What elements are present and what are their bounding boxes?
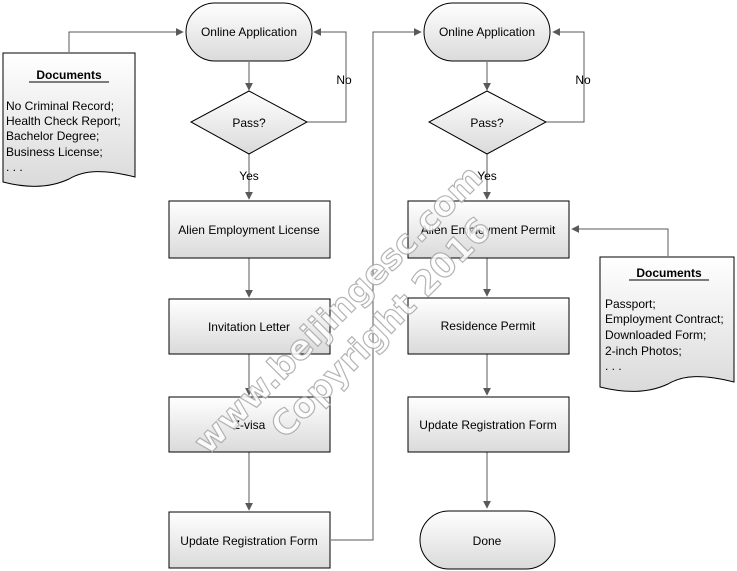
- left-decision-node: Pass?: [189, 90, 309, 155]
- left-start-node: Online Application: [185, 2, 313, 62]
- left-doc-line-3: Bachelor Degree;: [6, 129, 99, 143]
- right-doc-line-2: Employment Contract;: [605, 312, 724, 326]
- right-step-3: Update Registration Form: [407, 396, 570, 453]
- right-step-2: Residence Permit: [407, 297, 570, 355]
- right-step-3-label: Update Registration Form: [419, 418, 556, 432]
- right-decision-node: Pass?: [427, 90, 548, 155]
- left-step-2-label: Invitation Letter: [208, 320, 290, 334]
- right-no-label: No: [575, 73, 591, 87]
- right-yes-label: Yes: [477, 169, 497, 183]
- right-doc-line-1: Passport;: [605, 297, 656, 311]
- edge-left-documents: [68, 28, 184, 52]
- left-step-4-label: Update Registration Form: [180, 534, 317, 548]
- right-documents-title: Documents: [636, 266, 702, 280]
- edge-left-no-loop: [307, 28, 347, 123]
- left-doc-line-2: Health Check Report;: [6, 114, 121, 128]
- right-doc-line-3: Downloaded Form;: [605, 328, 706, 342]
- left-decision-label: Pass?: [232, 116, 266, 130]
- left-step-1-label: Alien Employment License: [178, 223, 320, 237]
- connectors: [68, 28, 669, 541]
- left-step-3: Z-visa: [168, 396, 331, 453]
- right-end-node: Done: [419, 510, 556, 570]
- left-documents-node: Documents No Criminal Record; Health Che…: [2, 52, 136, 187]
- right-decision-label: Pass?: [470, 116, 504, 130]
- right-step-1: Alien Employment Permit: [407, 200, 570, 259]
- right-step-2-label: Residence Permit: [441, 319, 536, 333]
- edge-right-documents: [571, 225, 669, 256]
- left-step-3-label: Z-visa: [233, 418, 266, 432]
- right-start-label: Online Application: [439, 25, 535, 39]
- right-doc-line-4: 2-inch Photos;: [605, 344, 682, 358]
- edge-cross-to-right: [331, 28, 422, 541]
- left-step-4: Update Registration Form: [168, 511, 331, 569]
- left-start-label: Online Application: [201, 25, 297, 39]
- left-doc-line-1: No Criminal Record;: [6, 99, 114, 113]
- right-start-node: Online Application: [423, 2, 551, 62]
- left-documents-title: Documents: [36, 68, 102, 82]
- right-step-1-label: Alien Employment Permit: [421, 223, 556, 237]
- left-step-2: Invitation Letter: [168, 298, 331, 355]
- right-documents-node: Documents Passport; Employment Contract;…: [599, 256, 735, 392]
- left-no-label: No: [336, 73, 352, 87]
- left-step-1: Alien Employment License: [168, 200, 331, 259]
- right-doc-line-5: . . .: [605, 359, 622, 373]
- left-doc-line-4: Business License;: [6, 145, 103, 159]
- left-yes-label: Yes: [239, 169, 259, 183]
- edge-right-no-loop: [546, 28, 585, 123]
- right-end-label: Done: [473, 534, 502, 548]
- left-doc-line-5: . . .: [6, 160, 23, 174]
